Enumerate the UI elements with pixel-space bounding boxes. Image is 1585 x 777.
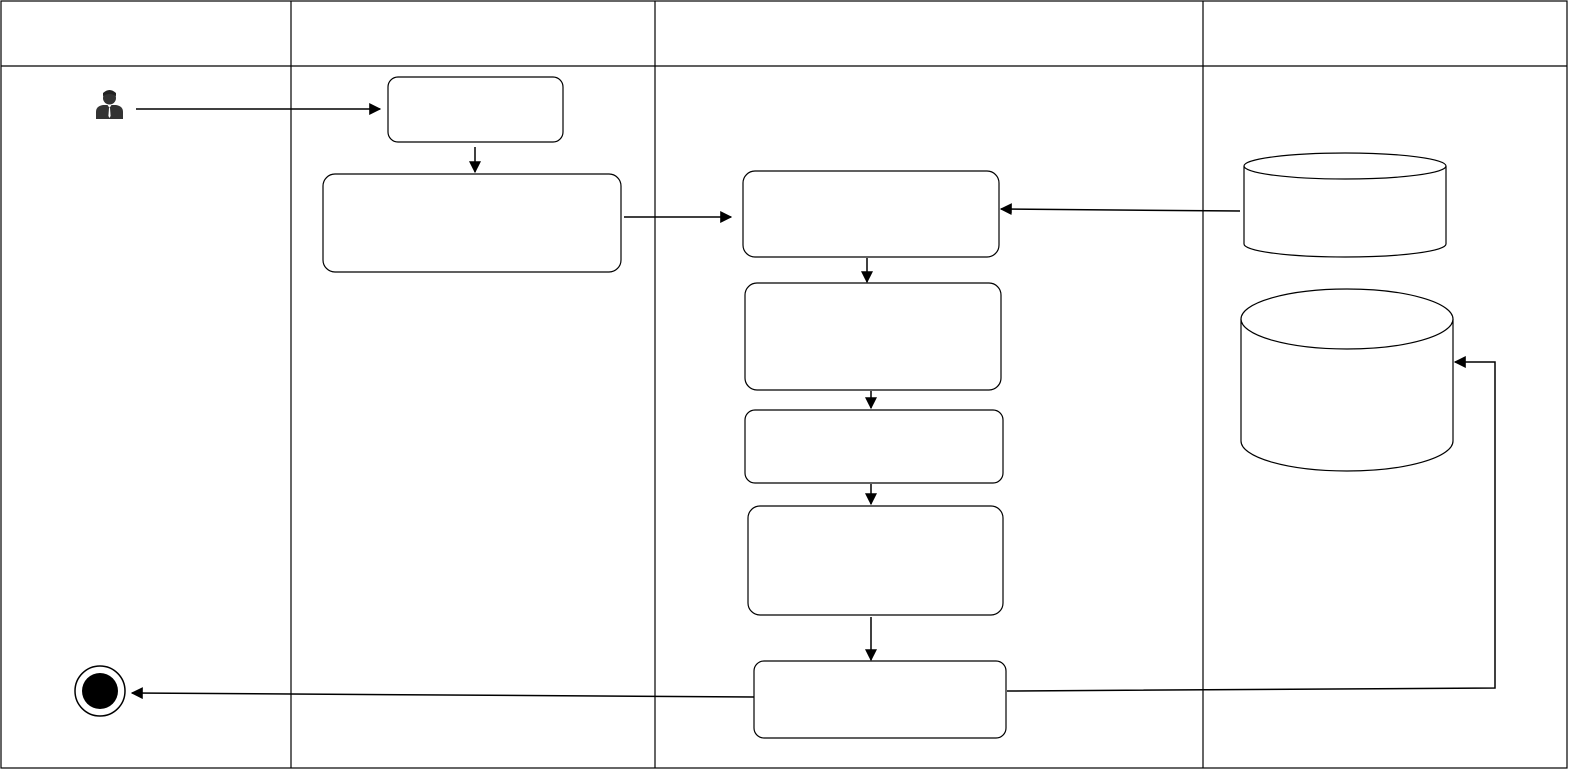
process-box-4 — [744, 282, 1002, 391]
process-nodes — [322, 76, 1007, 739]
swimlane-grid — [0, 0, 1568, 769]
end-state-icon — [74, 665, 126, 717]
arrow-process-7-to-datastore-2 — [1006, 356, 1496, 692]
connector-arrows — [130, 103, 1496, 700]
datastore-cylinder-1 — [1243, 152, 1447, 258]
arrow-datastore-1-to-process-3 — [999, 203, 1241, 216]
process-box-1 — [387, 76, 564, 143]
diagram-border — [0, 0, 1568, 769]
datastore-cylinder-2 — [1240, 288, 1454, 472]
process-box-7 — [753, 660, 1007, 739]
arrow-process-7-to-end — [130, 687, 755, 700]
process-box-3 — [742, 170, 1000, 258]
process-box-2 — [322, 173, 622, 273]
process-box-5 — [744, 409, 1004, 484]
actor-icon — [96, 90, 123, 119]
process-box-6 — [747, 505, 1004, 616]
